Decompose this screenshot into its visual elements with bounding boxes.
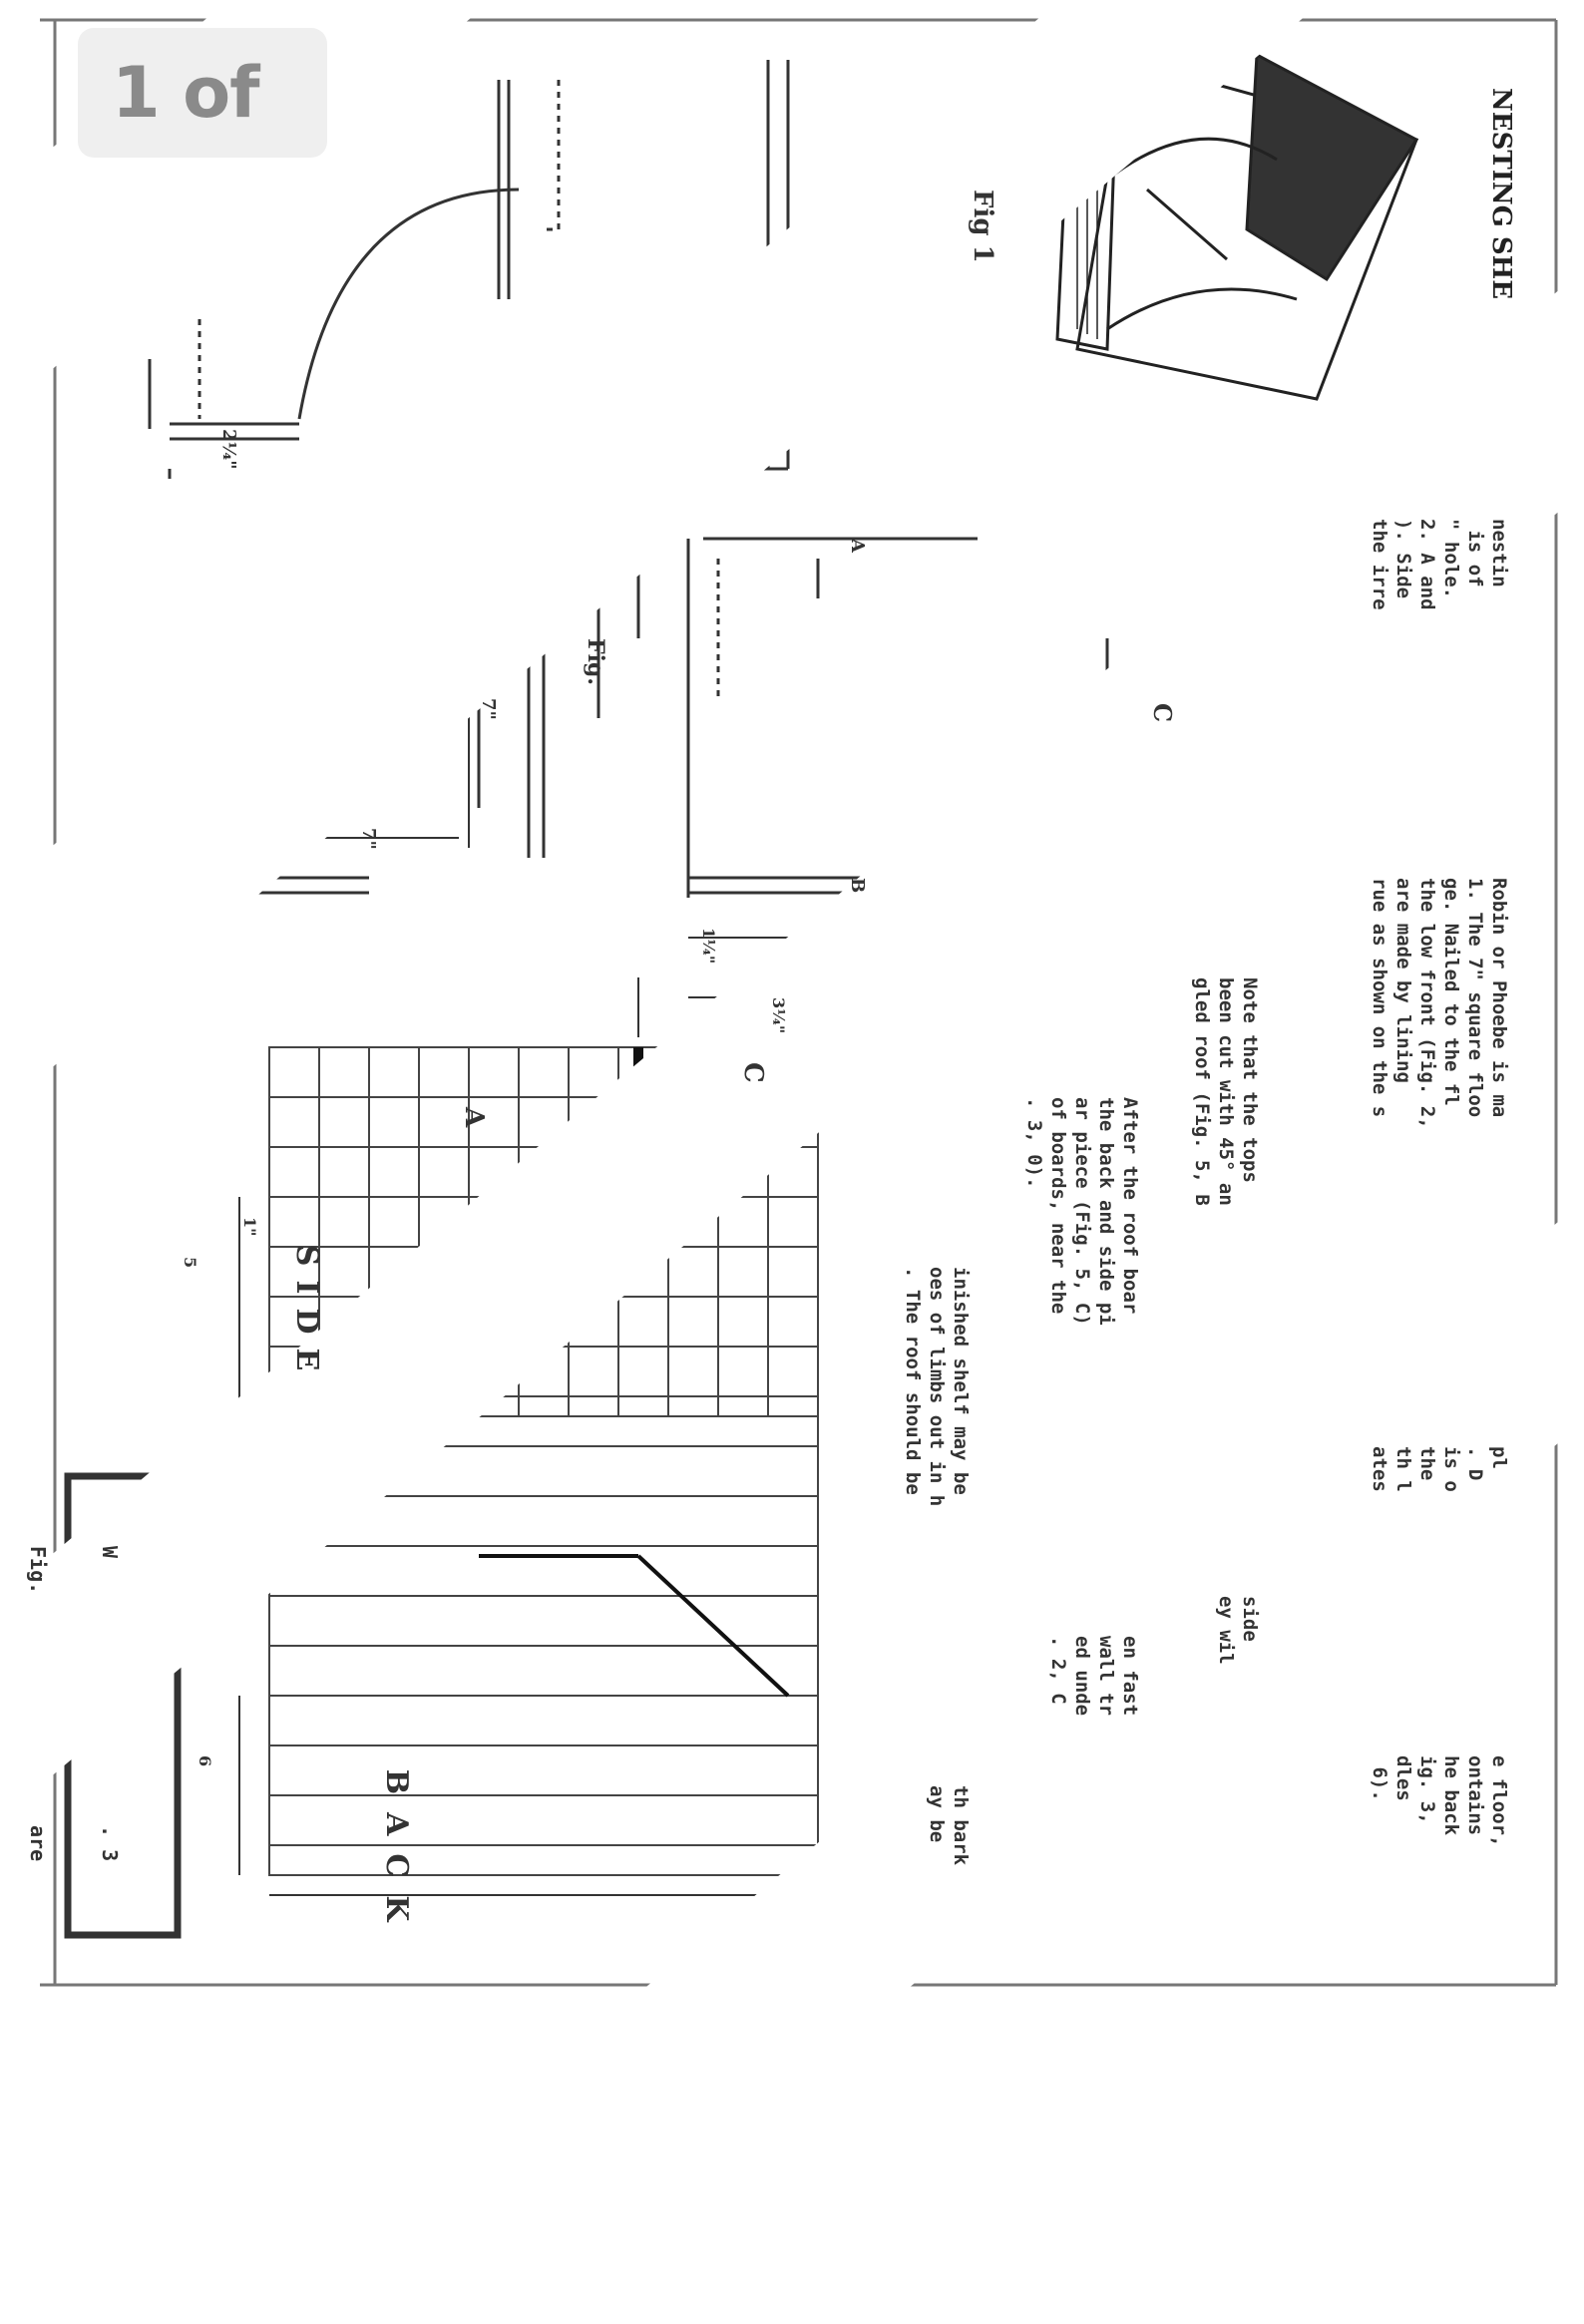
- paragraph-8: en fast wall tr ed unde . 2, C: [1047, 1636, 1141, 1717]
- paragraph-5: inished shelf may be oes of limbs out in…: [902, 1267, 972, 1507]
- side-letter-i: I: [289, 1280, 324, 1309]
- dimension-6: 6: [196, 1755, 214, 1767]
- side-grid-label: SIDE: [254, 1147, 359, 1385]
- paragraph-9: e floor, ontains he back ig. 3, dles 6).: [1369, 1755, 1510, 1847]
- dimension-1-25: 1¼": [699, 928, 718, 965]
- side-letter-s: S: [289, 1244, 324, 1281]
- legend-line-2: Fig.: [26, 1546, 50, 1595]
- paragraph-6: pl . D is o the th l ates: [1369, 1446, 1510, 1492]
- page-title: NESTING SHE: [1486, 88, 1516, 300]
- page-badge: 1 of: [112, 52, 260, 134]
- dimension-2-25: 2¼": [218, 429, 239, 470]
- dimension-1in: 1": [240, 1217, 259, 1237]
- part-label-a: A: [847, 539, 868, 553]
- dimension-5: 5: [181, 1257, 199, 1269]
- legend-line-1: W: [98, 1546, 122, 1559]
- back-letter-a: A: [379, 1812, 414, 1854]
- dimension-7b: 7": [358, 828, 379, 850]
- figure-label-fig: Fig.: [583, 638, 608, 686]
- side-letter-e: E: [289, 1348, 324, 1385]
- paragraph-3: Note that the tops been cut with 45° an …: [1191, 977, 1261, 1206]
- figure-label-fig1: Fig 1: [968, 190, 997, 263]
- back-grid-label: BACK: [344, 1656, 449, 1940]
- paragraph-4: After the roof boar the back and side pi…: [1023, 1097, 1141, 1326]
- paragraph-7: side ey wil: [1215, 1596, 1261, 1665]
- side-grid-part-a: A: [459, 1107, 489, 1128]
- part-label-b: B: [847, 878, 868, 894]
- dimension-3-25: 3¼": [769, 997, 788, 1034]
- paragraph-10: th bark ay be: [926, 1785, 972, 1866]
- legend-box-text-bottom: . 3 are 1": [0, 1825, 170, 1873]
- part-label-c: C: [1148, 703, 1177, 723]
- paragraph-2: Robin or Phoebe is ma 1. The 7" square f…: [1369, 878, 1510, 1129]
- back-letter-c: C: [379, 1853, 414, 1896]
- side-grid-part-c: C: [738, 1062, 768, 1083]
- paragraph-1: nestin is of " hole. 2. A and ). Side th…: [1369, 519, 1510, 610]
- back-letter-b: B: [379, 1768, 414, 1813]
- side-letter-d: D: [289, 1308, 324, 1349]
- legend-box-text-top: W Fig. drawn: [0, 1546, 170, 1606]
- legend-line-4: . 3: [98, 1825, 122, 1862]
- page-badge-bg: [78, 28, 327, 158]
- scanned-sheet: 1 of NESTING SHE Fig 1 Fig. nestin is of…: [0, 18, 1558, 1987]
- back-letter-k: K: [379, 1895, 414, 1940]
- legend-line-5: are: [26, 1825, 50, 1862]
- dimension-7a: 7": [478, 698, 499, 720]
